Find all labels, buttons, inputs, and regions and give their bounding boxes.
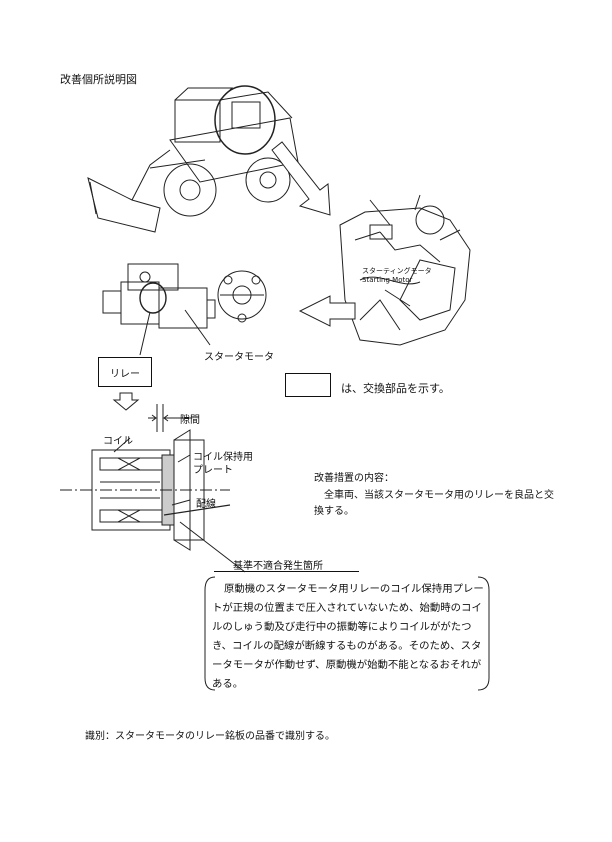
relay-cross-section (60, 404, 246, 573)
coil-plate-label-2: プレート (193, 465, 233, 476)
relay-label: リレー (98, 357, 152, 387)
engine-callout-en: Starting Motor (362, 276, 413, 284)
defect-heading: 基準不適合発生箇所 (233, 561, 323, 572)
relay-detail-arrow-icon (112, 392, 140, 411)
starter-motor-illustration (102, 263, 267, 356)
defect-heading-underline (214, 571, 359, 572)
gap-label: 隙間 (180, 415, 200, 426)
defect-body: 原動機のスタータモータ用リレーのコイル保持用プレートが正規の位置まで圧入されてい… (212, 583, 484, 690)
legend-text: は、交換部品を示す。 (341, 382, 450, 395)
coil-plate-label-1: コイル保持用 (193, 452, 253, 463)
engine-callout-jp: スターティングモータ (362, 267, 432, 275)
arrow-to-starter-icon (298, 295, 356, 327)
engine-highlight-circle (214, 85, 276, 155)
arrow-to-engine-icon (271, 141, 331, 216)
identification-note: 識別：スタータモータのリレー銘板の品番で識別する。 (85, 731, 335, 742)
wheel-loader-illustration (87, 85, 299, 233)
defect-bracket-left (204, 576, 216, 691)
legend-swatch (285, 373, 331, 397)
defect-bracket-right (477, 576, 490, 691)
starter-motor-label: スタータモータ (204, 352, 274, 363)
measure-title: 改善措置の内容： (314, 473, 394, 484)
page-title: 改善個所説明図 (60, 73, 137, 86)
engine-illustration (339, 194, 471, 346)
measure-body: 全車両、当該スタータモータ用のリレーを良品と交換する。 (314, 490, 554, 517)
wiring-label: 配線 (196, 499, 216, 510)
coil-label: コイル (103, 436, 133, 447)
